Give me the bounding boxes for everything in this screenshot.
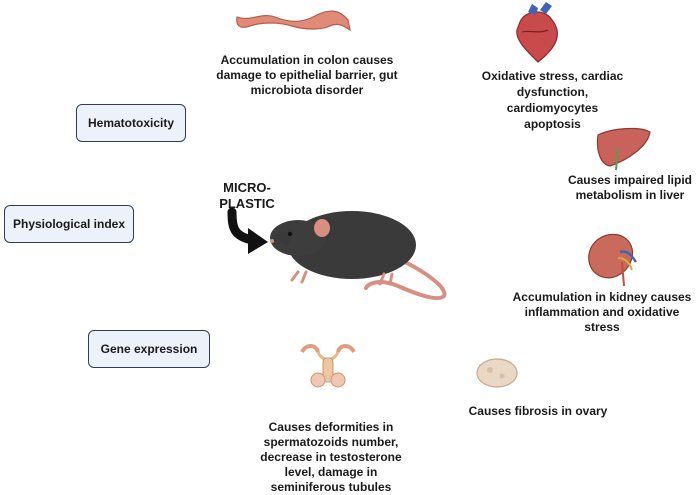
colon-effect-text: Accumulation in colon causes damage to e… — [216, 53, 398, 97]
ovary-icon — [476, 358, 518, 388]
physiological-index-box: Physiological index — [4, 205, 134, 243]
kidney-icon — [588, 233, 637, 287]
kidney-effect-text: Accumulation in kidney causes inflammati… — [512, 290, 692, 334]
gene-expression-label: Gene expression — [100, 342, 198, 356]
microplastic-line-2: PLASTIC — [219, 196, 275, 211]
curved-arrow-icon — [227, 207, 268, 254]
hematotoxicity-label: Hematotoxicity — [87, 116, 175, 130]
gene-expression-box: Gene expression — [88, 330, 210, 368]
physiological-index-label: Physiological index — [12, 217, 126, 231]
heart-icon — [516, 2, 558, 63]
mouse-icon — [270, 211, 447, 301]
testis-effect-text: Causes deformities in spermatozoids numb… — [260, 420, 402, 494]
male-reproductive-icon — [300, 344, 356, 388]
microplastic-label: MICRO- PLASTIC — [208, 180, 286, 212]
heart-effect-line-2: dysfunction, cardiomyocytes — [506, 85, 599, 115]
hematotoxicity-box: Hematotoxicity — [76, 104, 186, 142]
liver-icon — [596, 127, 651, 171]
illustration-layer — [227, 2, 651, 388]
ovary-effect-text: Causes fibrosis in ovary — [468, 404, 608, 418]
liver-effect-text: Causes impaired lipid metabolism in live… — [567, 173, 693, 202]
heart-effect-line-3: apoptosis — [524, 117, 581, 131]
colon-icon — [236, 10, 351, 32]
heart-effect-line-1: Oxidative stress, cardiac — [481, 69, 624, 83]
microplastic-line-1: MICRO- — [223, 180, 271, 195]
heart-effect-text: Oxidative stress, cardiac dysfunction, c… — [470, 68, 635, 132]
